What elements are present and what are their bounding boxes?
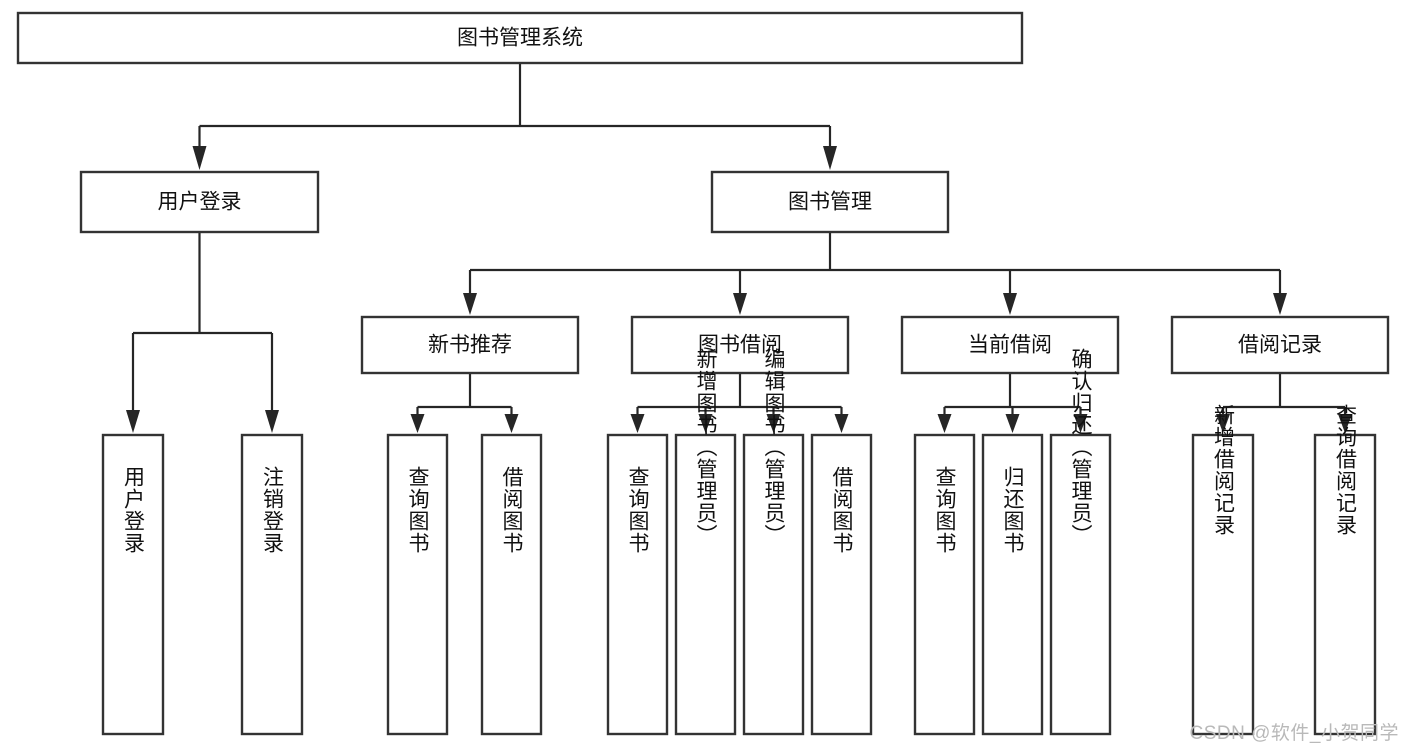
leaf-label: 查询图书: [933, 466, 957, 554]
leaf-label: 新增借阅记录: [1212, 404, 1236, 536]
leaf-box[interactable]: [1191, 433, 1255, 736]
user-login-label: 用户登录: [158, 191, 242, 214]
arrow-head-leaf-query-book-3: [937, 414, 952, 433]
arrow-head-book-mgmt: [823, 146, 837, 170]
leaf-borrow-book-borrowing[interactable]: 借阅图书: [810, 433, 873, 736]
leaf-label: 确认归还（管理员）: [1069, 348, 1093, 546]
leaf-box[interactable]: [606, 433, 669, 736]
current-borrowing-box[interactable]: [900, 315, 1120, 375]
current-borrowing-label: 当前借阅: [968, 334, 1052, 357]
leaf-label: 注销登录: [261, 466, 285, 554]
leaf-label: 借阅图书: [500, 466, 524, 554]
leaf-box[interactable]: [913, 433, 976, 736]
arrow-head-leaf-user-login: [126, 410, 140, 433]
leaf-query-borrow-record[interactable]: 查询借阅记录: [1313, 404, 1377, 736]
leaf-box[interactable]: [101, 433, 165, 736]
node-current-borrowing[interactable]: 当前借阅: [900, 315, 1120, 375]
leaf-label: 查询图书: [406, 466, 430, 554]
node-root[interactable]: 图书管理系统: [16, 11, 1024, 65]
node-book-borrowing[interactable]: 图书借阅: [630, 315, 850, 375]
root-box[interactable]: [16, 11, 1024, 65]
node-book-management[interactable]: 图书管理: [710, 170, 950, 234]
root-label: 图书管理系统: [457, 27, 583, 50]
leaf-query-book-current[interactable]: 查询图书: [913, 433, 976, 736]
leaf-query-book-newbook[interactable]: 查询图书: [386, 433, 449, 736]
book-borrowing-box[interactable]: [630, 315, 850, 375]
new-book-recommendation-label: 新书推荐: [428, 334, 512, 357]
arrow-head-leaf-query-book-1: [410, 414, 425, 433]
leaf-box[interactable]: [386, 433, 449, 736]
leaf-confirm-return-admin[interactable]: 确认归还（管理员）: [1049, 348, 1112, 736]
leaf-box[interactable]: [674, 433, 737, 736]
arrow-head-user-login: [192, 146, 207, 170]
node-user-login[interactable]: 用户登录: [79, 170, 320, 234]
leaf-box[interactable]: [742, 433, 805, 736]
leaf-box[interactable]: [1049, 433, 1112, 736]
connector-layer: [126, 63, 1352, 433]
node-new-book-recommendation[interactable]: 新书推荐: [360, 315, 580, 375]
leaf-label: 借阅图书: [830, 466, 854, 554]
arrow-head-leaf-query-record: [1338, 414, 1352, 433]
leaf-query-book-borrowing[interactable]: 查询图书: [606, 433, 669, 736]
book-management-box[interactable]: [710, 170, 950, 234]
arrow-head-leaf-edit-book: [766, 414, 781, 433]
leaf-box[interactable]: [981, 433, 1044, 736]
arrow-head-borrow-record: [1273, 293, 1287, 315]
new-book-recommendation-box[interactable]: [360, 315, 580, 375]
leaf-box[interactable]: [1313, 433, 1377, 736]
leaf-box[interactable]: [240, 433, 304, 736]
leaf-add-borrow-record[interactable]: 新增借阅记录: [1191, 404, 1255, 736]
leaf-box[interactable]: [480, 433, 543, 736]
arrow-head-leaf-return-book: [1005, 414, 1020, 433]
leaf-label: 用户登录: [122, 466, 146, 554]
borrowing-record-box[interactable]: [1170, 315, 1390, 375]
borrowing-record-label: 借阅记录: [1238, 334, 1322, 357]
arrow-head-leaf-query-book-2: [630, 414, 645, 433]
leaf-label: 归还图书: [1001, 466, 1025, 554]
arrow-head-new-book-rec: [463, 293, 477, 315]
arrow-head-leaf-borrow-book-1: [504, 414, 519, 433]
leaf-label: 查询图书: [626, 466, 650, 554]
leaf-add-book-admin[interactable]: 新增图书（管理员）: [674, 348, 737, 736]
arrow-head-leaf-logout: [265, 410, 279, 433]
leaf-user-login[interactable]: 用户登录: [101, 433, 165, 736]
leaf-edit-book-admin[interactable]: 编辑图书（管理员）: [742, 348, 805, 736]
arrow-head-leaf-add-record: [1216, 414, 1230, 433]
arrow-head-current-borrow: [1003, 293, 1017, 315]
leaf-label: 查询借阅记录: [1334, 404, 1358, 536]
book-management-label: 图书管理: [788, 191, 872, 214]
arrow-head-leaf-borrow-book-2: [834, 414, 849, 433]
arrow-head-leaf-confirm-return: [1073, 414, 1088, 433]
leaf-logout[interactable]: 注销登录: [240, 433, 304, 736]
leaf-return-book[interactable]: 归还图书: [981, 433, 1044, 736]
arrow-head-book-borrow: [733, 293, 747, 315]
leaf-borrow-book-newbook[interactable]: 借阅图书: [480, 433, 543, 736]
user-login-box[interactable]: [79, 170, 320, 234]
arrow-head-leaf-add-book: [698, 414, 713, 433]
node-borrowing-record[interactable]: 借阅记录: [1170, 315, 1390, 375]
leaf-box[interactable]: [810, 433, 873, 736]
leaf-label: 编辑图书（管理员）: [762, 348, 786, 546]
leaf-label: 新增图书（管理员）: [694, 348, 718, 546]
book-borrowing-label: 图书借阅: [698, 334, 782, 357]
